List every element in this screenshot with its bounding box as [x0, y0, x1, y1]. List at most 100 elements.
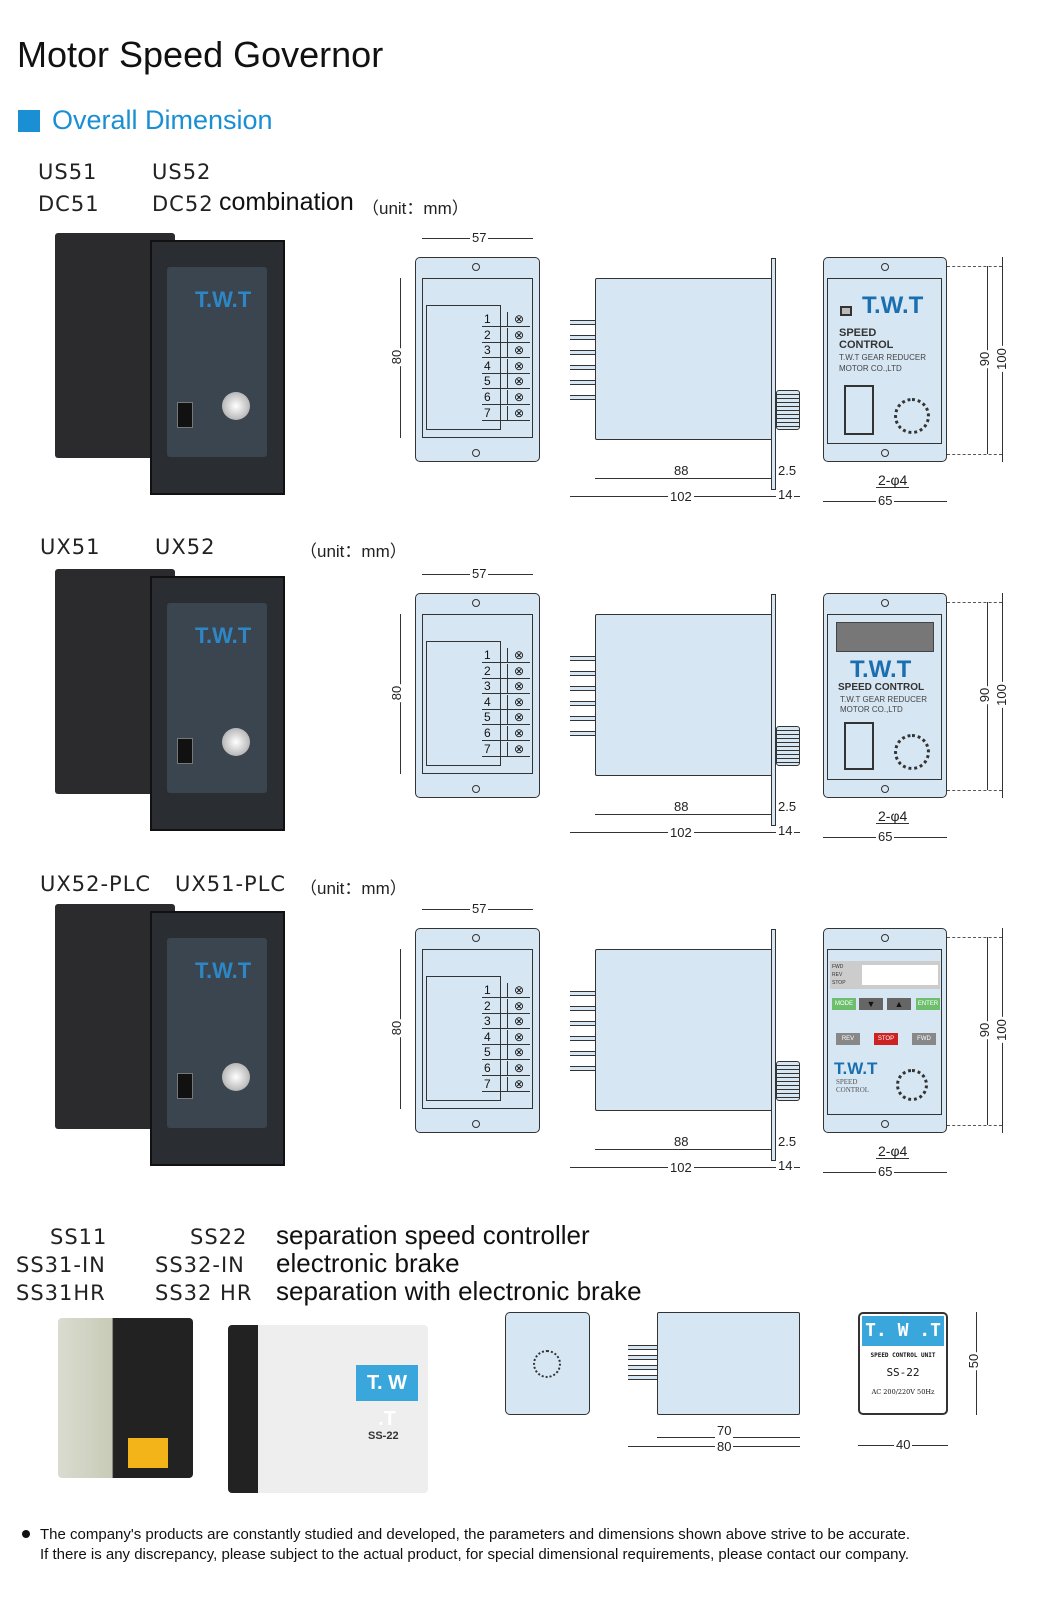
rev-button[interactable]: REV	[836, 1033, 860, 1045]
display-window	[836, 622, 934, 652]
dim-body: 88	[672, 1134, 691, 1149]
indicator-lamp	[840, 306, 852, 316]
photo-model: SS-22	[368, 1430, 399, 1442]
terminal-view: 1⊗2⊗3⊗4⊗5⊗6⊗7⊗	[415, 257, 540, 462]
mount-hole	[881, 263, 889, 271]
dim-inner-height: 90	[977, 685, 993, 705]
terminal-area	[426, 976, 501, 1101]
photo-brand: T.W.T	[195, 287, 252, 312]
dim-total: 102	[668, 489, 694, 504]
terminal-number: 1	[484, 648, 491, 662]
side-view	[595, 614, 773, 776]
terminal: 5⊗	[482, 1045, 530, 1061]
panel-brand: T.W.T	[850, 656, 912, 683]
product-photo-face: T.W.T	[150, 911, 285, 1166]
model-desc: separation with electronic brake	[276, 1276, 642, 1306]
dim-height: 80	[389, 683, 405, 703]
unit-label: （unit：mm）	[300, 542, 407, 561]
speed-knob-photo	[222, 392, 250, 420]
controller-photo: T. W .T SS-22	[228, 1325, 428, 1493]
speed-knob[interactable]	[894, 398, 930, 434]
model-label: US51	[38, 160, 98, 184]
model-label: SS22	[190, 1225, 248, 1249]
dimension-row: T.W.T 57 80 1⊗2⊗3⊗4⊗5⊗6⊗7⊗ 88 2.5 102 14…	[0, 228, 1057, 518]
power-switch[interactable]	[844, 722, 874, 770]
terminal-number: 4	[484, 694, 491, 709]
terminal-area	[426, 305, 501, 430]
panel-brand: T.W.T	[862, 292, 924, 319]
mount-hole	[881, 785, 889, 793]
footer-note: If there is any discrepancy, please subj…	[40, 1546, 910, 1563]
dim-width: 57	[470, 566, 489, 581]
front-view: T.W.T SPEED CONTROL T.W.T GEAR REDUCER M…	[823, 593, 947, 798]
model-desc: separation speed controller	[276, 1220, 590, 1250]
photo-brand: T.W.T	[195, 623, 252, 648]
terminal-number: 2	[484, 663, 491, 678]
front-view: T.W.T SPEED CONTROL T.W.T SPEED FWDREVST…	[823, 928, 947, 1133]
dim-flange: 2.5	[776, 1134, 799, 1149]
model-label: SS31-IN	[16, 1253, 106, 1277]
dim-line	[628, 1446, 800, 1447]
company-text: T.W.T GEAR REDUCER	[839, 353, 926, 362]
screw-icon: ⊗	[507, 710, 524, 726]
dim-front-width: 65	[876, 829, 895, 844]
screw-icon: ⊗	[507, 1076, 524, 1092]
dim-total: 102	[668, 1160, 694, 1175]
ext-line	[947, 937, 1002, 938]
mode-button[interactable]: MODE	[832, 998, 856, 1010]
ext-line	[947, 1125, 1002, 1126]
power-switch[interactable]	[844, 385, 874, 435]
model-label: SS32-IN	[155, 1253, 245, 1277]
controller-side-view	[657, 1312, 800, 1415]
enter-button[interactable]: ENTER	[916, 998, 940, 1010]
knob-side	[776, 1061, 800, 1101]
terminal-number: 6	[484, 726, 491, 740]
model-label: UX52	[155, 535, 216, 559]
screw-icon: ⊗	[507, 343, 524, 359]
panel-frame	[827, 278, 942, 444]
knob-side	[776, 726, 800, 766]
photo-panel: T.W.T	[167, 938, 267, 1128]
dim-holes: 2-φ4	[876, 472, 910, 488]
footer-note: The company's products are constantly st…	[40, 1526, 911, 1543]
up-button[interactable]: ▲	[887, 998, 911, 1010]
ind-rev: REV	[832, 972, 843, 978]
terminal: 1⊗	[482, 312, 530, 327]
terminal: 7⊗	[482, 1076, 530, 1092]
photo-label: T. W .T	[356, 1365, 418, 1430]
terminal: 1⊗	[482, 648, 530, 663]
speed-knob[interactable]	[896, 1069, 928, 1101]
down-button[interactable]: ▼	[859, 998, 883, 1010]
dim-front-width: 65	[876, 1164, 895, 1179]
dim-height: 50	[966, 1351, 982, 1371]
terminal: 6⊗	[482, 726, 530, 741]
terminal: 2⊗	[482, 663, 530, 679]
terminal: 6⊗	[482, 390, 530, 405]
mount-hole	[881, 1120, 889, 1128]
dim-width: 40	[894, 1437, 913, 1452]
screw-icon: ⊗	[507, 358, 524, 374]
terminal-number: 6	[484, 390, 491, 404]
screw-icon: ⊗	[507, 694, 524, 710]
mount-hole	[472, 785, 480, 793]
dim-holes: 2-φ4	[876, 1143, 910, 1159]
terminal-number: 7	[484, 741, 491, 756]
fwd-button[interactable]: FWD	[912, 1033, 936, 1045]
screw-icon: ⊗	[507, 374, 524, 390]
dim-flange: 2.5	[776, 799, 799, 814]
screw-icon: ⊗	[507, 741, 524, 757]
dim-outer-height: 100	[993, 682, 1009, 708]
controller-label-view: T. W .T SPEED CONTROL UNIT SS-22 AC 200/…	[858, 1312, 948, 1415]
flange	[771, 929, 776, 1161]
dim-line	[595, 814, 771, 815]
terminal: 6⊗	[482, 1061, 530, 1076]
terminal: 3⊗	[482, 1014, 530, 1030]
screw-icon: ⊗	[507, 1045, 524, 1061]
screw-icon: ⊗	[507, 327, 524, 343]
screw-icon: ⊗	[507, 998, 524, 1014]
power-switch-photo	[177, 402, 193, 428]
speed-knob[interactable]	[894, 734, 930, 770]
screw-icon: ⊗	[507, 1014, 524, 1030]
terminal-number: 4	[484, 1029, 491, 1044]
stop-button[interactable]: STOP	[874, 1033, 898, 1045]
